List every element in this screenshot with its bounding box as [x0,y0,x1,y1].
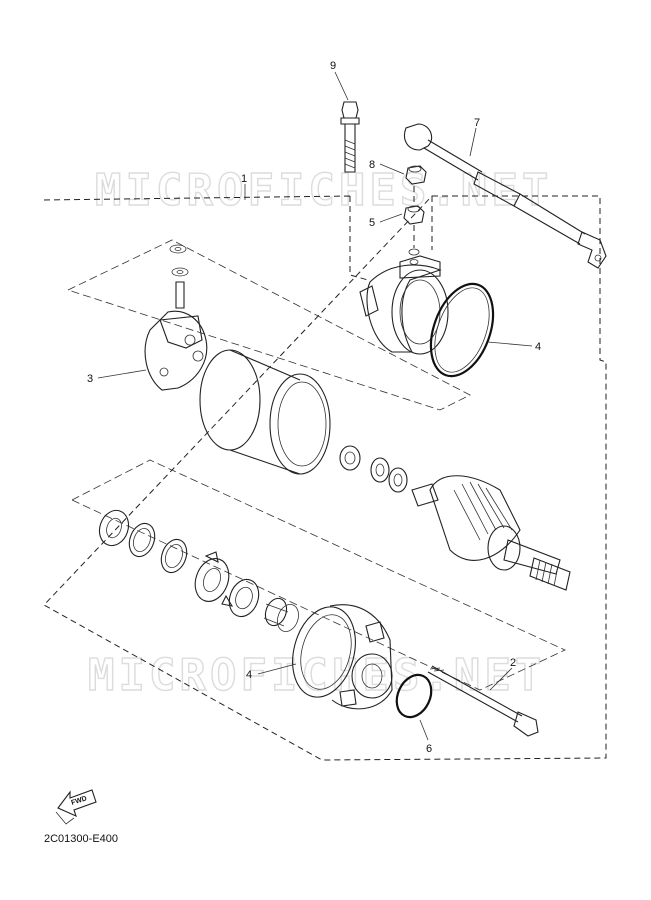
bolt-9 [340,101,360,173]
nut-5 [403,205,425,256]
through-bolt-2 [427,665,539,737]
watermark-top: MICROFICHES.NET [95,165,552,216]
brush-holder-3 [144,244,208,391]
callout-8: 8 [369,159,375,171]
nut-8 [405,165,427,185]
watermark-bottom: MICROFICHES.NET [88,650,545,701]
upper-subgroup-frame [66,239,471,411]
callout-7: 7 [474,117,480,129]
washer-b [388,467,408,493]
callout-9: 9 [330,60,336,72]
callout-4-lower: 4 [246,669,252,681]
shim-3 [160,538,188,574]
callout-6: 6 [426,743,432,755]
callout-2: 2 [510,657,516,669]
callout-5: 5 [369,217,375,229]
lead-wire-7 [403,123,607,269]
fwd-label: FWD [70,795,87,807]
lock-plate [194,551,234,607]
front-cover-4 [359,255,449,355]
shim-2 [128,522,156,558]
fwd-arrow-icon: FWD [55,789,97,825]
lower-subgroup-frame [71,459,566,691]
assembly-outline [43,195,607,761]
armature [411,475,571,591]
callout-4-upper: 4 [535,341,541,353]
leader-lines [97,71,533,741]
o-ring-4-upper [429,282,495,378]
oil-seal [228,578,260,618]
diagram-code: 2C01300-E400 [44,833,118,845]
bushing [339,445,361,471]
needle-bearing [263,597,299,632]
callout-3: 3 [87,373,93,385]
shim-1 [98,509,130,547]
yoke [199,349,331,475]
washer-a [370,457,390,483]
rear-cover-4 [292,604,393,710]
callout-1: 1 [241,173,247,185]
o-ring-6 [395,673,433,719]
